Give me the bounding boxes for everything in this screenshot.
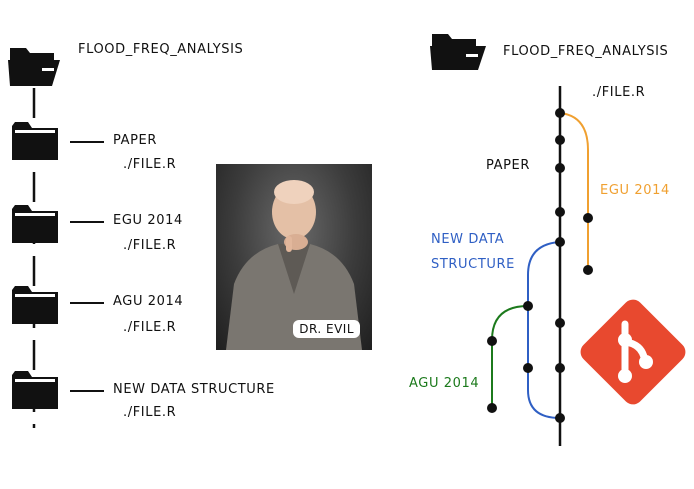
agu-folder-label: AGU 2014 xyxy=(113,294,184,309)
commit-dot xyxy=(555,135,565,145)
agu-folder-icon xyxy=(12,286,58,324)
photo-caption: DR. EVIL xyxy=(293,320,360,338)
git-logo-icon xyxy=(580,299,686,405)
egu-commit-dot xyxy=(583,265,593,275)
paper-folder-icon xyxy=(12,122,58,160)
paper-file-label: ./FILE.R xyxy=(123,157,177,172)
commit-dot xyxy=(555,207,565,217)
commit-dot xyxy=(555,363,565,373)
agu-branch-label: AGU 2014 xyxy=(409,376,480,391)
agu-file-label: ./FILE.R xyxy=(123,320,177,335)
egu-folder-icon xyxy=(12,205,58,243)
commit-dot xyxy=(555,163,565,173)
main-commits xyxy=(555,108,565,423)
paper-branch-label: PAPER xyxy=(486,158,530,173)
egu-folder-label: EGU 2014 xyxy=(113,213,183,228)
egu-file-label: ./FILE.R xyxy=(123,238,177,253)
right-root-label: FLOOD_FREQ_ANALYSIS xyxy=(503,44,669,59)
dr-evil-photo: DR. EVIL xyxy=(216,164,372,350)
new-data-folder-label: NEW DATA STRUCTURE xyxy=(113,382,275,397)
new-data-commit-dot xyxy=(523,363,533,373)
new-data-file-label: ./FILE.R xyxy=(123,405,177,420)
new-data-branch-label-line2: STRUCTURE xyxy=(431,257,515,272)
left-tree xyxy=(8,48,104,428)
new-data-commit-dot xyxy=(523,301,533,311)
paper-folder-label: PAPER xyxy=(113,133,157,148)
git-graph xyxy=(430,34,593,446)
commit-dot xyxy=(555,413,565,423)
commit-dot xyxy=(555,108,565,118)
egu-branch-label: EGU 2014 xyxy=(600,183,670,198)
left-root-label: FLOOD_FREQ_ANALYSIS xyxy=(78,42,244,57)
agu-branch-line xyxy=(491,305,529,408)
right-root-folder-icon xyxy=(430,34,486,70)
new-data-folder-icon xyxy=(12,371,58,409)
agu-commit-dot xyxy=(487,336,497,346)
new-data-branch-label-line1: NEW DATA xyxy=(431,232,505,247)
root-folder-icon xyxy=(8,48,60,86)
right-file-label: ./FILE.R xyxy=(592,85,646,100)
egu-commit-dot xyxy=(583,213,593,223)
commit-dot xyxy=(555,318,565,328)
agu-commit-dot xyxy=(487,403,497,413)
egu-branch-line xyxy=(559,112,589,270)
new-data-branch-line xyxy=(527,241,561,419)
commit-dot xyxy=(555,237,565,247)
